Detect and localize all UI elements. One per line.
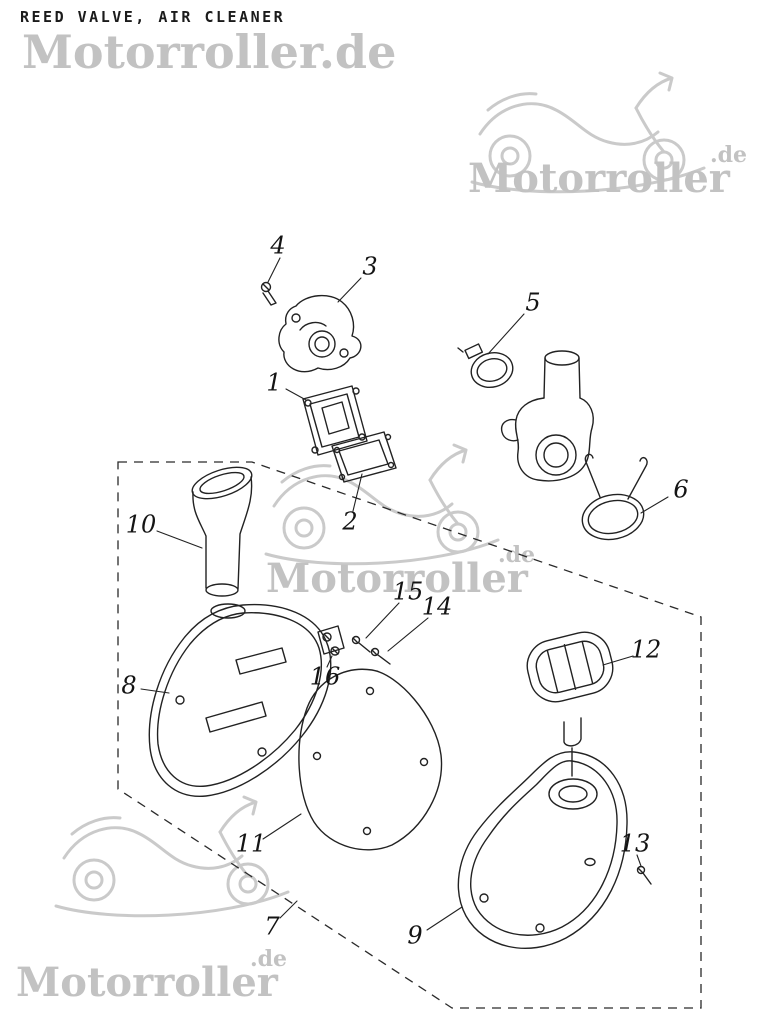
callout-3: 3 — [362, 253, 377, 281]
callout-leader-9 — [426, 906, 463, 931]
watermark-tld-bottom: .de — [250, 946, 287, 972]
watermark-tld-middle: .de — [498, 542, 535, 568]
watermark-layer: Motorroller.de Motorroller .de Motorroll… — [16, 25, 747, 1006]
callout-leader-4 — [267, 257, 281, 283]
page-title: REED VALVE, AIR CLEANER — [20, 8, 286, 26]
scooter-watermark-middle — [264, 443, 500, 566]
part-2-gasket — [331, 431, 397, 483]
part-3-intake-manifold — [278, 295, 362, 373]
watermark-text-middle: Motorroller — [266, 555, 529, 602]
callout-leader-16 — [326, 655, 333, 668]
callout-leader-3 — [337, 277, 362, 303]
part-11-air-filter-element — [298, 668, 443, 851]
callout-leader-8 — [140, 688, 170, 694]
part-12-filter-element — [526, 631, 614, 777]
watermark-tld-top-right: .de — [710, 142, 747, 168]
part-6-clamp — [581, 453, 648, 541]
callout-9: 9 — [407, 922, 422, 950]
callout-2: 2 — [341, 508, 357, 536]
callout-14: 14 — [422, 593, 453, 621]
callout-15: 15 — [393, 578, 424, 606]
watermark-text-top-right: Motorroller — [468, 155, 731, 202]
callout-leader-14 — [387, 617, 429, 652]
callout-leader-12 — [602, 655, 634, 666]
part-16-screws — [322, 632, 340, 656]
part-8-air-cleaner-case — [148, 603, 345, 797]
part-1-reed-valve — [302, 385, 368, 456]
part-4-bolt — [260, 281, 277, 306]
watermark-text-top-left: Motorroller.de — [22, 25, 396, 79]
intake-joint — [500, 350, 594, 482]
callout-leader-10 — [156, 530, 203, 549]
part-14-screw — [370, 647, 391, 665]
callout-leader-13 — [636, 854, 642, 867]
callout-7: 7 — [264, 913, 280, 941]
callout-4: 4 — [269, 232, 285, 260]
callout-8: 8 — [121, 672, 136, 700]
callout-leader-2 — [352, 473, 363, 512]
part-10-intake-duct — [191, 466, 253, 597]
callout-1: 1 — [266, 369, 281, 397]
callout-leader-15 — [365, 602, 400, 639]
callout-6: 6 — [673, 476, 688, 504]
callout-leader-11 — [262, 813, 302, 840]
watermark-text-bottom: Motorroller — [16, 959, 279, 1006]
callout-leader-6 — [640, 496, 669, 514]
callout-10: 10 — [126, 511, 157, 539]
callout-5: 5 — [525, 289, 540, 317]
part-13-screw — [636, 865, 652, 885]
callout-16: 16 — [310, 663, 341, 691]
callout-leader-1 — [285, 388, 307, 401]
callout-leader-7 — [279, 900, 298, 919]
part-5-hose-clamp — [457, 343, 514, 388]
part-9-air-cleaner-cover — [457, 751, 628, 949]
callout-13: 13 — [620, 830, 651, 858]
part-15-screw — [351, 635, 371, 653]
assembly-boundary — [117, 461, 702, 1009]
callout-leader-5 — [487, 313, 525, 355]
callout-12: 12 — [631, 636, 662, 664]
callout-11: 11 — [236, 830, 267, 858]
